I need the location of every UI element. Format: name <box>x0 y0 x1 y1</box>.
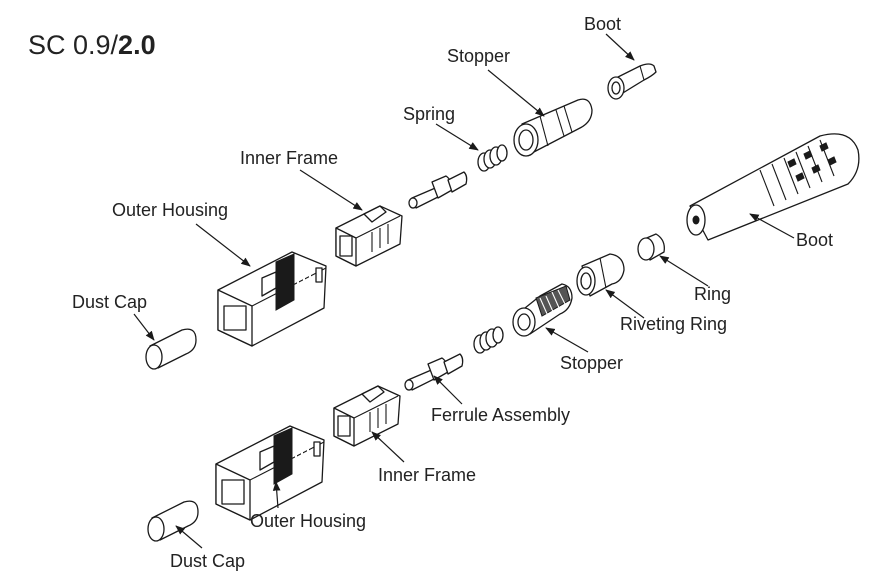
spring-bottom-part <box>473 326 504 354</box>
inner-frame-bottom-part <box>333 385 401 447</box>
label-riveting-ring: Riveting Ring <box>620 314 728 334</box>
diagram-title: SC 0.9/2.0 <box>28 30 156 61</box>
boot-top-part <box>607 63 657 100</box>
label-ferrule-assembly: Ferrule Assembly <box>431 405 571 425</box>
label-dust-cap-top: Dust Cap <box>72 292 148 312</box>
label-dust-cap-bottom: Dust Cap <box>170 551 246 571</box>
ferrule-bottom-part <box>404 353 464 391</box>
label-boot-top: Boot <box>584 14 622 34</box>
label-inner-frame-bottom: Inner Frame <box>378 465 477 485</box>
label-ring: Ring <box>694 284 732 304</box>
stopper-top-part <box>513 98 593 157</box>
label-spring: Spring <box>403 104 456 124</box>
outer-housing-bottom-part <box>215 425 325 521</box>
inner-frame-top-part <box>335 205 403 267</box>
label-inner-frame-top: Inner Frame <box>240 148 339 168</box>
label-outer-housing-top: Outer Housing <box>112 200 229 220</box>
ring-part <box>637 233 665 261</box>
boot-large-part <box>686 133 860 241</box>
label-outer-housing-bottom: Outer Housing <box>250 511 367 531</box>
outer-housing-top-part <box>217 251 327 347</box>
dust-cap-top-part <box>145 328 197 370</box>
spring-top-part <box>477 144 508 172</box>
riveting-ring-part <box>576 253 625 297</box>
label-boot-right: Boot <box>796 230 834 250</box>
title-main: SC 0.9/ <box>28 30 119 60</box>
leader-lines <box>133 33 795 549</box>
title-bold: 2.0 <box>118 30 156 60</box>
label-stopper-top: Stopper <box>447 46 511 66</box>
ferrule-top-part <box>408 171 468 209</box>
label-stopper-bottom: Stopper <box>560 353 624 373</box>
dust-cap-bottom-part <box>147 500 199 542</box>
stopper-bottom-part <box>512 283 573 337</box>
